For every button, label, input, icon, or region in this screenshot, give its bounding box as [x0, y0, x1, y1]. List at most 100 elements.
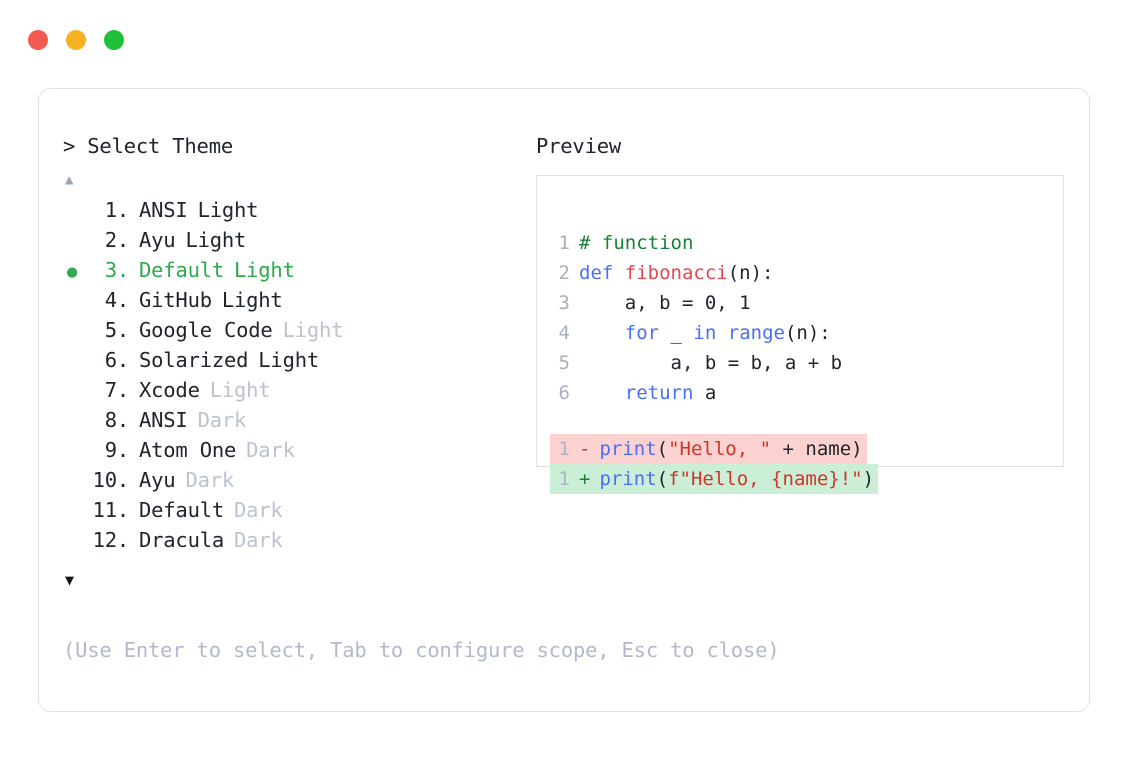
code-token: "Hello, " — [668, 438, 772, 460]
theme-item-name: Atom One — [139, 438, 237, 462]
scroll-down-icon[interactable]: ▼ — [65, 571, 75, 589]
code-token: in — [693, 322, 717, 344]
theme-item-variant: Light — [197, 198, 259, 222]
theme-item-name: Solarized — [139, 348, 249, 372]
code-token: + name) — [771, 438, 863, 460]
theme-list-item[interactable]: 7. Xcode Light — [63, 375, 533, 405]
diff-removed-line: 1-print("Hello, " + name) — [550, 434, 867, 464]
theme-item-name: ANSI — [139, 198, 188, 222]
line-number: 2 — [558, 262, 570, 284]
theme-item-variant: Light — [221, 288, 283, 312]
code-line: 5 a, b = b, a + b — [550, 348, 1061, 378]
theme-list-item[interactable]: 1. ANSI Light — [63, 195, 533, 225]
theme-item-index: 5. — [92, 318, 129, 342]
theme-item-index: 8. — [92, 408, 129, 432]
diff-row: 1 +print(f"Hello, {name}!") — [550, 464, 1061, 494]
code-token: print — [599, 438, 657, 460]
theme-item-index: 6. — [92, 348, 129, 372]
theme-item-name: Xcode — [139, 378, 200, 402]
theme-item-name: Default — [139, 258, 224, 282]
theme-item-variant: Dark — [197, 408, 247, 432]
preview-title: Preview — [536, 134, 621, 158]
code-text: print(f"Hello, {name}!") — [590, 464, 878, 494]
code-line: 3 a, b = 0, 1 — [550, 288, 1061, 318]
code-token: f"Hello, {name}!" — [668, 468, 863, 490]
select-theme-prompt: > Select Theme — [63, 134, 233, 158]
code-token: return — [624, 382, 694, 404]
scroll-up-icon[interactable]: ▲ — [65, 172, 74, 188]
theme-item-index: 1. — [92, 198, 129, 222]
theme-list-item[interactable]: 10. Ayu Dark — [63, 465, 533, 495]
code-spacer — [550, 408, 1061, 434]
theme-item-variant: Light — [234, 258, 295, 282]
line-number: 1 — [558, 438, 570, 460]
theme-item-name: Ayu — [139, 228, 176, 252]
code-text: print("Hello, " + name) — [590, 434, 866, 464]
theme-item-name: Ayu — [139, 468, 176, 492]
code-token: fibonacci — [624, 262, 728, 284]
minimize-window-button[interactable] — [66, 30, 86, 50]
selected-bullet-icon: ● — [67, 262, 78, 282]
diff-marker: - — [579, 438, 591, 460]
code-token — [716, 322, 727, 344]
theme-item-variant: Light — [258, 348, 319, 372]
code-token: (n): — [784, 322, 831, 344]
theme-item-name: Dracula — [139, 528, 224, 552]
theme-item-index: 2. — [92, 228, 129, 252]
diff-added-line: 1 +print(f"Hello, {name}!") — [550, 464, 879, 494]
code-token: ) — [862, 468, 875, 490]
theme-item-variant: Dark — [185, 468, 235, 492]
theme-list-item[interactable]: 12. Dracula Dark — [63, 525, 533, 555]
theme-item-index: 3. — [92, 258, 129, 282]
code-token: range — [727, 322, 785, 344]
line-number: 5 — [558, 352, 570, 374]
line-number: 1 — [558, 468, 570, 490]
code-token: (n): — [727, 262, 774, 284]
code-line: 4 for _ in range(n): — [550, 318, 1061, 348]
code-token: _ — [659, 322, 694, 344]
code-text: a, b = b, a + b — [570, 348, 843, 378]
code-token — [579, 382, 625, 404]
code-token: def — [579, 262, 625, 284]
line-number: 6 — [558, 382, 570, 404]
code-token: ( — [656, 438, 669, 460]
code-text: a, b = 0, 1 — [570, 288, 751, 318]
code-token — [579, 322, 625, 344]
line-number: 1 — [558, 232, 570, 254]
window-controls — [28, 30, 124, 50]
theme-item-index: 11. — [92, 498, 130, 522]
code-text: # function — [570, 228, 693, 258]
code-line: 1 # function — [550, 228, 1061, 258]
theme-item-index: 10. — [92, 468, 130, 492]
diff-row: 1-print("Hello, " + name) — [550, 434, 1061, 464]
code-token: for — [624, 322, 660, 344]
theme-item-variant: Dark — [234, 528, 283, 552]
code-token: # function — [579, 232, 694, 254]
theme-item-name: GitHub — [139, 288, 212, 312]
theme-item-index: 7. — [92, 378, 129, 402]
zoom-window-button[interactable] — [104, 30, 124, 50]
close-window-button[interactable] — [28, 30, 48, 50]
keyboard-hint: (Use Enter to select, Tab to configure s… — [63, 638, 780, 662]
preview-pane: Preview — [536, 133, 1066, 159]
theme-list-item[interactable]: 4. GitHub Light — [63, 285, 533, 315]
theme-item-index: 4. — [92, 288, 129, 312]
theme-item-index: 12. — [92, 528, 130, 552]
theme-list-item[interactable]: 6. Solarized Light — [63, 345, 533, 375]
line-number: 4 — [558, 322, 570, 344]
diff-marker: + — [579, 468, 591, 490]
code-token: ( — [656, 468, 669, 490]
code-text: def fibonacci(n): — [570, 258, 773, 288]
theme-list-item[interactable]: ● 3. Default Light — [63, 255, 533, 285]
theme-item-variant: Light — [209, 378, 271, 402]
